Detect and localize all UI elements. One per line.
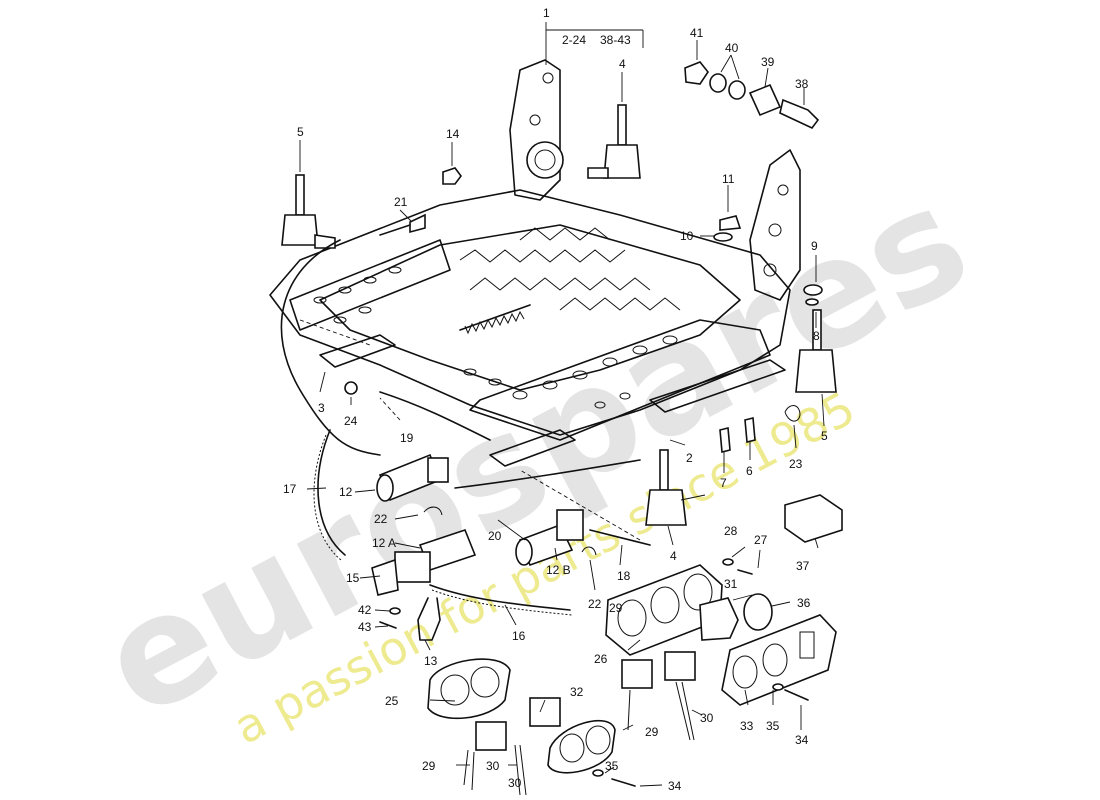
callout-30a: 30 [486, 759, 500, 773]
left-hinge-bracket [509, 59, 564, 201]
height-adjuster-front-right [795, 309, 837, 393]
height-adjuster-rear-left [281, 174, 336, 249]
callout-12a: 12 A [372, 536, 396, 550]
callout-2: 2 [686, 451, 693, 465]
group-bracket [545, 22, 644, 65]
callout-19: 19 [400, 431, 414, 445]
callout-14: 14 [446, 127, 460, 141]
callout-23: 23 [789, 457, 803, 471]
callout-15: 15 [346, 571, 360, 585]
callout-4b: 4 [670, 549, 677, 563]
callout-30c: 30 [508, 776, 522, 790]
callout-10: 10 [680, 229, 694, 243]
callout-8: 8 [813, 329, 820, 343]
motor-12 [376, 453, 449, 502]
callout-5b: 5 [821, 429, 828, 443]
callout-range-2: 38-43 [600, 33, 631, 47]
switches-29-30 [463, 651, 696, 796]
callout-26: 26 [594, 652, 608, 666]
callout-5a: 5 [297, 125, 304, 139]
cables [280, 239, 651, 641]
callout-37: 37 [796, 559, 810, 573]
watermark-brand: eurospares [75, 153, 994, 752]
frame-33 [721, 614, 837, 706]
callout-43: 43 [358, 620, 372, 634]
bezel-32 [547, 719, 616, 774]
callout-7: 7 [720, 476, 727, 490]
height-adjuster-front-left [645, 449, 687, 526]
callout-27: 27 [754, 533, 768, 547]
callout-28: 28 [724, 524, 738, 538]
motor-12b [515, 509, 584, 567]
callout-35b: 35 [605, 759, 619, 773]
callout-labels: 1 2-24 38-43 2 3 4 4 5 5 6 7 8 9 10 11 1… [283, 6, 828, 793]
callout-33: 33 [740, 719, 754, 733]
callout-range-1: 2-24 [562, 33, 586, 47]
seat-frame [269, 189, 791, 467]
callout-22b: 22 [588, 597, 602, 611]
callout-3: 3 [318, 401, 325, 415]
cover-36 [743, 593, 773, 631]
callout-24: 24 [344, 414, 358, 428]
callout-9: 9 [811, 239, 818, 253]
callout-41: 41 [690, 26, 704, 40]
callout-17: 17 [283, 482, 297, 496]
callout-38: 38 [795, 77, 809, 91]
callout-29b: 29 [645, 725, 659, 739]
callout-11: 11 [722, 172, 735, 186]
callout-31: 31 [724, 577, 738, 591]
leader-lines [299, 40, 825, 787]
callout-22a: 22 [374, 512, 388, 526]
callout-13: 13 [424, 654, 438, 668]
callout-4a: 4 [619, 57, 626, 71]
callout-32: 32 [570, 685, 584, 699]
callout-30b: 30 [700, 711, 714, 725]
relay-37 [784, 494, 843, 543]
switch-housing-25 [427, 658, 511, 720]
callout-29a: 29 [422, 759, 436, 773]
callout-6: 6 [746, 464, 753, 478]
callout-25: 25 [385, 694, 399, 708]
right-hinge-bracket [749, 149, 801, 301]
hardware [344, 61, 823, 454]
callout-group: 1 [543, 6, 550, 20]
callout-42: 42 [358, 603, 372, 617]
screws-34-35 [379, 558, 809, 787]
callout-21: 21 [394, 195, 408, 209]
callout-16: 16 [512, 629, 526, 643]
callout-20: 20 [488, 529, 502, 543]
callout-12b: 12 B [546, 563, 571, 577]
callout-39: 39 [761, 55, 775, 69]
callout-34a: 34 [795, 733, 809, 747]
height-adjuster-rear-right [587, 104, 641, 179]
callout-18: 18 [617, 569, 631, 583]
callout-35a: 35 [766, 719, 780, 733]
callout-40: 40 [725, 41, 739, 55]
switch-31 [699, 597, 739, 641]
callout-36: 36 [797, 596, 811, 610]
callout-34b: 34 [668, 779, 682, 793]
callout-12: 12 [339, 485, 353, 499]
watermark: eurospares a passion for parts since 198… [75, 153, 994, 755]
callout-29c: 29 [609, 601, 623, 615]
motor-12a [371, 529, 477, 596]
